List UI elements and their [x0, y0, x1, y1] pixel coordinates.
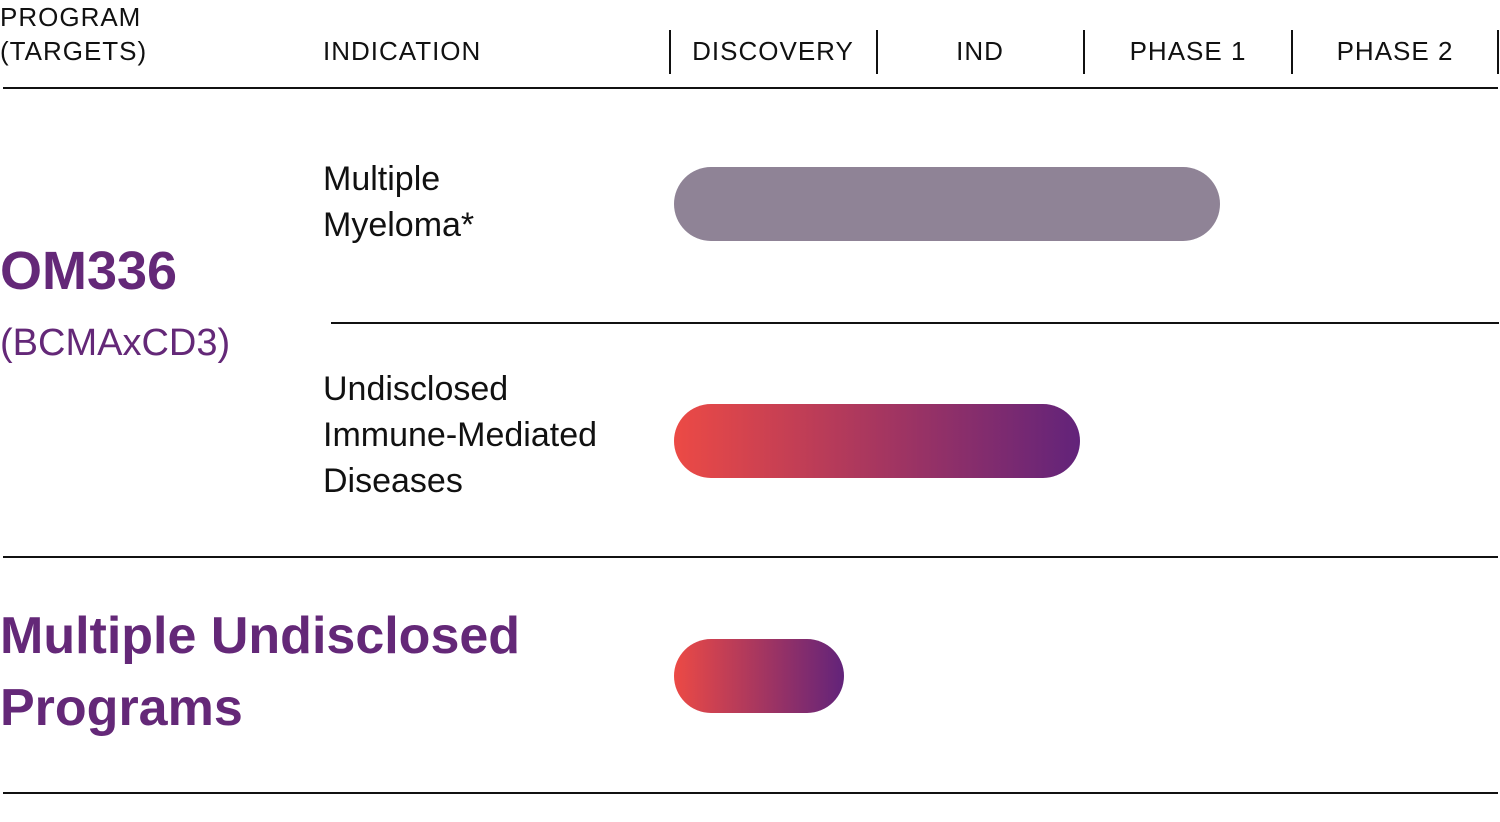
progress-bar-immune-mediated-diseases: [674, 404, 1080, 478]
progress-bar-undisclosed-programs: [674, 639, 844, 713]
stage-header-discovery: DISCOVERY: [692, 36, 854, 66]
stage-divider: [876, 30, 878, 74]
program-target: (BCMAxCD3): [0, 322, 231, 364]
stage-header-phase-1: PHASE 1: [1129, 36, 1247, 66]
stage-divider: [1291, 30, 1293, 74]
stage-divider: [1497, 30, 1499, 74]
stage-header-phase-2: PHASE 2: [1336, 36, 1454, 66]
program-name: OM336: [0, 241, 178, 301]
stage-header-ind: IND: [956, 36, 1004, 66]
indication-label: Undisclosed Immune-Mediated Diseases: [323, 370, 598, 500]
indication-column-header: INDICATION: [323, 36, 482, 66]
program-name: Multiple Undisclosed Programs: [0, 607, 521, 737]
indication-label: Multiple Myeloma*: [323, 160, 475, 244]
program-rule: [3, 556, 1498, 558]
stage-divider: [669, 30, 671, 74]
program-column-header: PROGRAM (TARGETS): [0, 2, 148, 66]
header-rule: [3, 87, 1498, 89]
stage-divider: [1083, 30, 1085, 74]
bottom-rule: [3, 792, 1498, 794]
indication-rule: [331, 322, 1499, 324]
progress-bar-multiple-myeloma: [674, 167, 1221, 241]
